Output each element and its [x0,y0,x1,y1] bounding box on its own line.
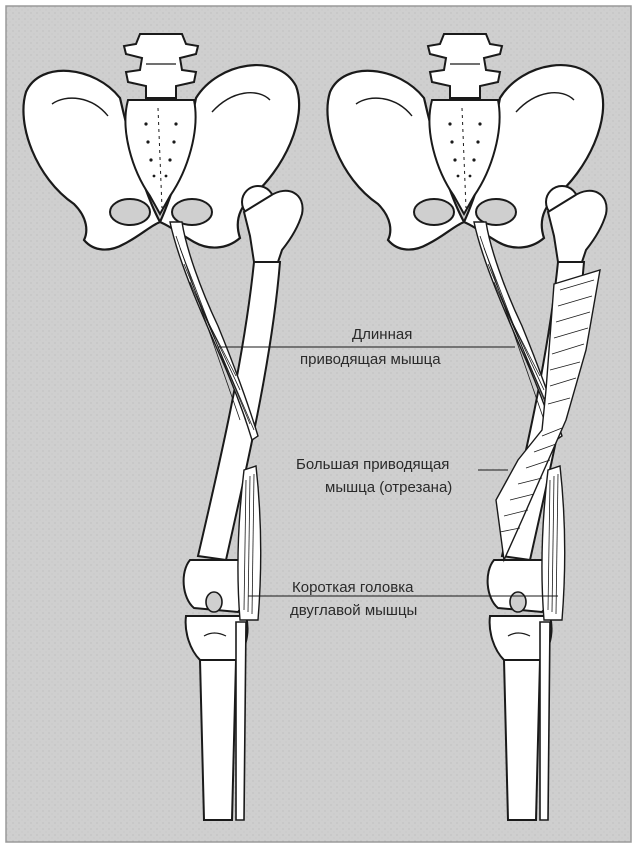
adductor-longus-label-line2: приводящая мышца [300,350,441,369]
adductor-magnus-label-line1: Большая приводящая [296,455,449,474]
biceps-short-head-label-line1: Короткая головка [292,578,413,597]
adductor-magnus-label-line2: мышца (отрезана) [325,478,452,497]
adductor-longus-label-line1: Длинная [352,325,412,344]
biceps-short-head-label-line2: двуглавой мышцы [290,601,417,620]
